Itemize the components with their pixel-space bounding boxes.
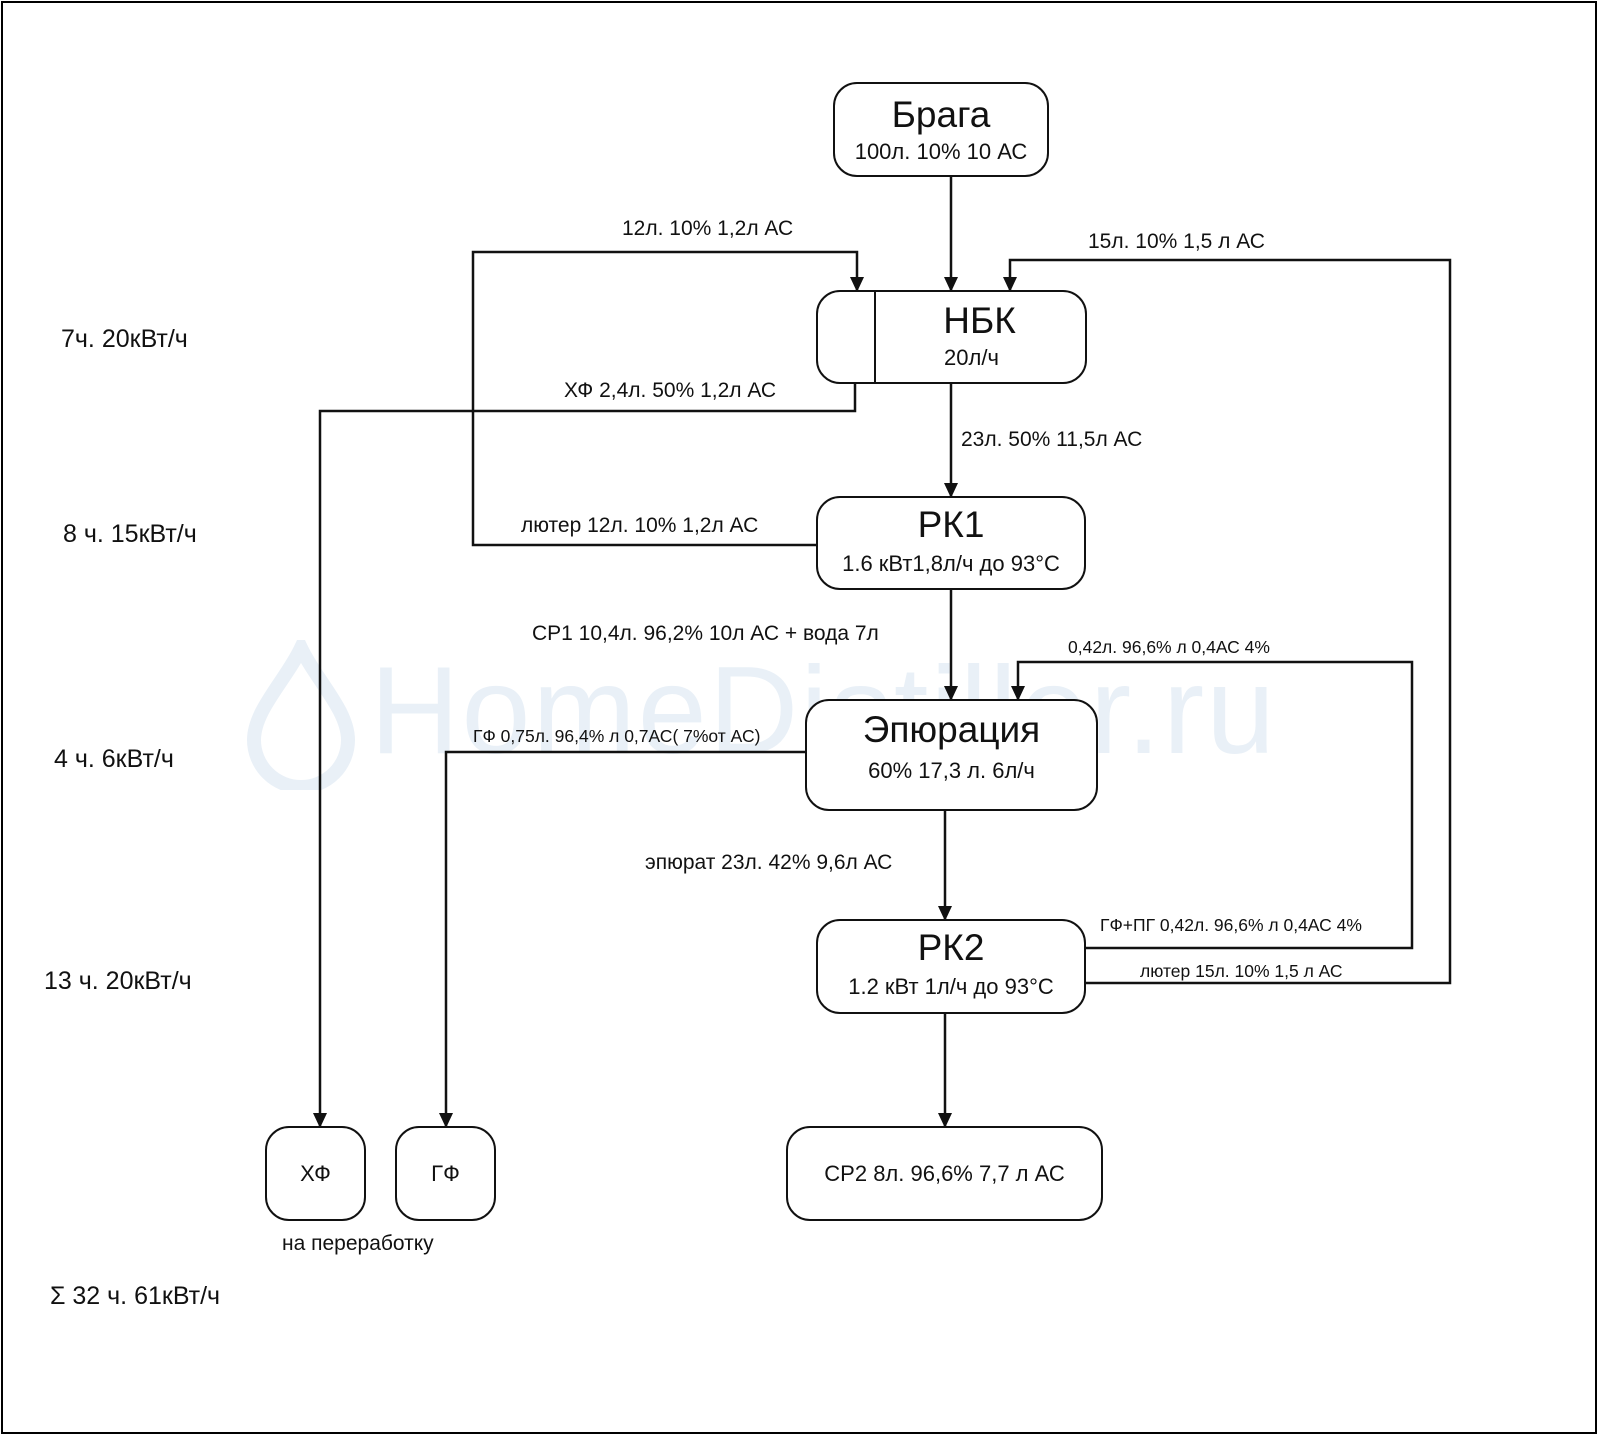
node-braga-title: Брага [891, 94, 991, 135]
node-braga-subtitle: 100л. 10% 10 АС [854, 139, 1028, 164]
node-rk1-subtitle: 1.6 кВт1,8л/ч до 93°С [842, 551, 1060, 576]
flow-label-sr1: СР1 10,4л. 96,2% 10л АС + вода 7л [532, 622, 879, 645]
flow-label-epurat: эпюрат 23л. 42% 9,6л АС [645, 851, 893, 874]
node-rk1-title: РК1 [917, 504, 985, 545]
watermark-drop-icon [246, 640, 356, 790]
arrow-gfpg-return [1011, 660, 1414, 950]
node-epuration-subtitle: 60% 17,3 л. 6л/ч [868, 758, 1035, 783]
arrow-gf-out [439, 750, 805, 1128]
flow-label-return-to-epuration: 0,42л. 96,6% л 0,4АС 4% [1068, 637, 1270, 657]
node-gf-title: ГФ [431, 1161, 460, 1186]
node-rk1: РК1 1.6 кВт1,8л/ч до 93°С [816, 496, 1086, 590]
arrow-luter-rk2-return [1003, 258, 1452, 985]
timing-stage-4: 13 ч. 20кВт/ч [44, 967, 192, 995]
node-nbk: НБК 20л/ч [816, 290, 1087, 384]
flow-label-hf-out: ХФ 2,4л. 50% 1,2л АС [564, 379, 777, 402]
node-hf-title: ХФ [300, 1161, 331, 1186]
flow-label-luter-rk1: лютер 12л. 10% 1,2л АС [521, 514, 759, 537]
nbk-divider [874, 292, 876, 382]
flow-label-return-rk2: 15л. 10% 1,5 л АС [1088, 230, 1265, 253]
node-hf: ХФ [265, 1126, 366, 1221]
timing-stage-3: 4 ч. 6кВт/ч [54, 745, 174, 773]
node-rk2-subtitle: 1.2 кВт 1л/ч до 93°С [848, 974, 1054, 999]
timing-stage-1: 7ч. 20кВт/ч [61, 325, 188, 353]
node-sr2: СР2 8л. 96,6% 7,7 л АС [786, 1126, 1103, 1221]
timing-stage-2: 8 ч. 15кВт/ч [63, 520, 197, 548]
timing-total: Σ 32 ч. 61кВт/ч [50, 1282, 221, 1310]
node-epuration-title: Эпюрация [862, 709, 1041, 750]
node-sr2-title: СР2 8л. 96,6% 7,7 л АС [824, 1161, 1065, 1186]
flow-label-gf-out: ГФ 0,75л. 96,4% л 0,7АС( 7%от АС) [473, 726, 761, 746]
node-gf: ГФ [395, 1126, 496, 1221]
flow-label-gf-pg: ГФ+ПГ 0,42л. 96,6% л 0,4АС 4% [1100, 915, 1362, 935]
node-epuration: Эпюрация 60% 17,3 л. 6л/ч [805, 699, 1098, 811]
flow-label-nbk-to-rk1: 23л. 50% 11,5л АС [961, 428, 1143, 451]
flow-label-return-rk1: 12л. 10% 1,2л АС [622, 217, 794, 240]
flow-label-luter-rk2: лютер 15л. 10% 1,5 л АС [1140, 961, 1343, 981]
node-braga: Брага 100л. 10% 10 АС [833, 82, 1049, 177]
arrow-luter-rk1-return [471, 250, 864, 547]
arrow-hf-out [313, 383, 857, 1128]
node-nbk-title: НБК [943, 300, 1016, 341]
node-rk2: РК2 1.2 кВт 1л/ч до 93°С [816, 919, 1086, 1014]
node-nbk-subtitle: 20л/ч [944, 345, 999, 370]
node-rk2-title: РК2 [917, 927, 985, 968]
recycle-note: на переработку [282, 1232, 434, 1255]
